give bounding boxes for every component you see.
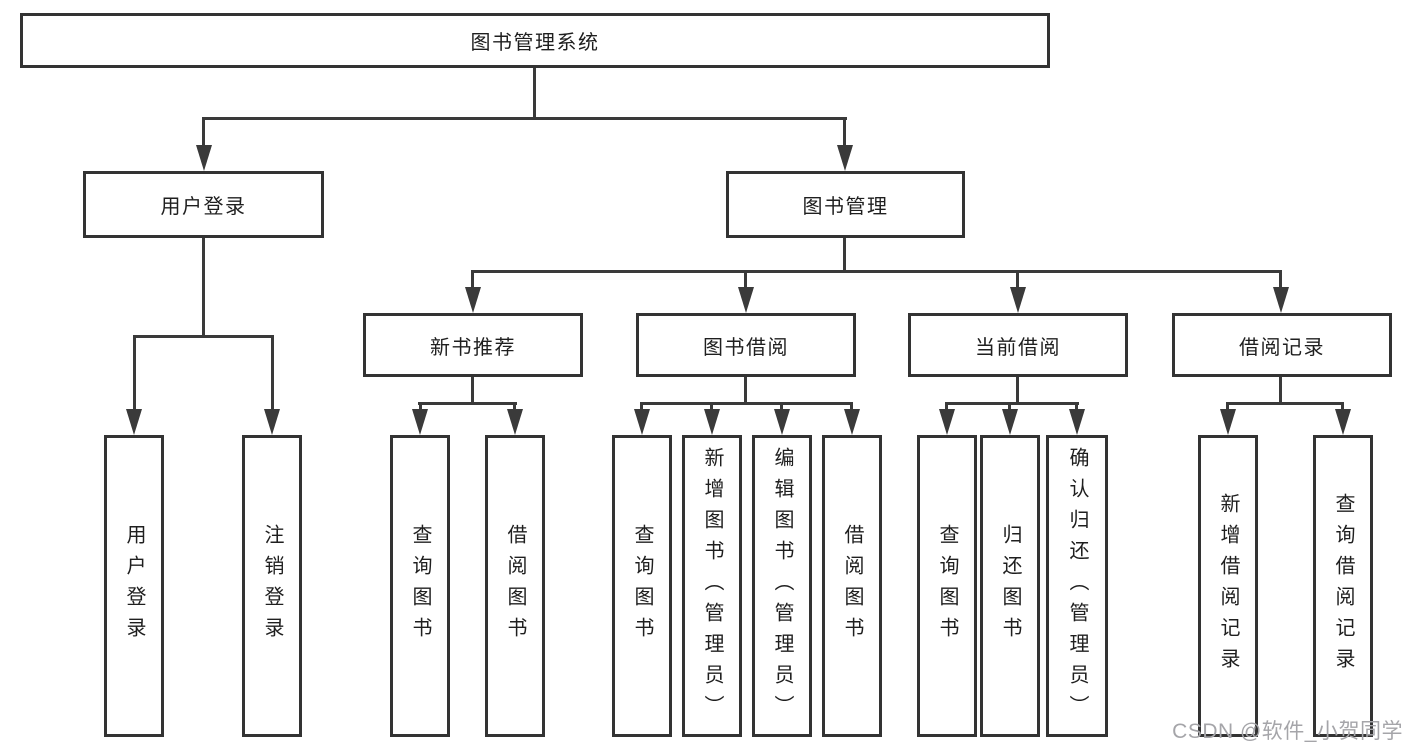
- leaf-label: 编辑图书（管理员）: [771, 446, 793, 726]
- arrow-down: [1273, 287, 1289, 313]
- leaf-confirm-return-admin: 确认归还（管理员）: [1046, 435, 1108, 737]
- node-label: 图书借阅: [703, 336, 789, 359]
- arrow-down: [939, 409, 955, 435]
- connector-vline: [1016, 270, 1019, 290]
- leaf-query-books-recommend: 查询图书: [390, 435, 450, 737]
- connector-vline: [1226, 402, 1229, 414]
- connector-vline: [850, 402, 853, 414]
- connector-vline: [471, 377, 474, 405]
- csdn-watermark: CSDN @软件_小贺同学: [1172, 720, 1403, 743]
- leaf-label: 归还图书: [999, 524, 1021, 648]
- node-label: 图书管理: [802, 196, 889, 218]
- connector-hline: [133, 335, 274, 338]
- connector-vline: [843, 117, 846, 147]
- node-label: 用户登录: [160, 196, 247, 218]
- arrow-down: [774, 409, 790, 435]
- connector-vline: [1279, 377, 1282, 405]
- leaf-add-borrow-record: 新增借阅记录: [1198, 435, 1258, 737]
- leaf-label: 查询图书: [409, 524, 431, 648]
- leaf-label: 借阅图书: [504, 524, 526, 648]
- leaf-label: 查询借阅记录: [1332, 493, 1354, 679]
- connector-vline: [202, 238, 205, 338]
- node-label: 图书管理系统: [470, 32, 600, 54]
- arrow-down: [264, 409, 280, 435]
- node-current-borrowing: 当前借阅: [908, 313, 1128, 377]
- leaf-label: 用户登录: [123, 524, 145, 648]
- arrow-down: [837, 145, 853, 171]
- leaf-label: 查询图书: [936, 524, 958, 648]
- node-label: 新书推荐: [430, 336, 516, 359]
- arrow-down: [1010, 287, 1026, 313]
- connector-vline: [744, 377, 747, 405]
- leaf-query-borrow-record: 查询借阅记录: [1313, 435, 1373, 737]
- leaf-edit-books-admin: 编辑图书（管理员）: [752, 435, 812, 737]
- connector-vline: [1075, 402, 1078, 414]
- node-label: 借阅记录: [1239, 336, 1325, 359]
- arrow-down: [634, 409, 650, 435]
- arrow-down: [1220, 409, 1236, 435]
- node-label: 当前借阅: [975, 336, 1061, 359]
- connector-hline: [202, 117, 847, 120]
- connector-vline: [202, 117, 205, 147]
- leaf-borrow-books-borrowing: 借阅图书: [822, 435, 882, 737]
- connector-hline: [471, 270, 1282, 273]
- leaf-label: 新增借阅记录: [1217, 493, 1239, 679]
- connector-vline: [780, 402, 783, 414]
- connector-vline: [1341, 402, 1344, 414]
- arrow-down: [412, 409, 428, 435]
- arrow-down: [738, 287, 754, 313]
- node-book-management: 图书管理: [726, 171, 965, 238]
- connector-hline: [418, 402, 517, 405]
- connector-vline: [533, 68, 536, 120]
- connector-hline: [640, 402, 853, 405]
- leaf-label: 查询图书: [631, 524, 653, 648]
- leaf-query-books-current: 查询图书: [917, 435, 977, 737]
- leaf-user-login: 用户登录: [104, 435, 164, 737]
- arrow-down: [465, 287, 481, 313]
- arrow-down: [196, 145, 212, 171]
- connector-vline: [744, 270, 747, 290]
- connector-vline: [640, 402, 643, 414]
- connector-vline: [1016, 377, 1019, 405]
- node-book-borrowing: 图书借阅: [636, 313, 856, 377]
- leaf-return-books: 归还图书: [980, 435, 1040, 737]
- connector-hline: [1226, 402, 1344, 405]
- arrow-down: [704, 409, 720, 435]
- leaf-add-books-admin: 新增图书（管理员）: [682, 435, 742, 737]
- connector-hline: [945, 402, 1079, 405]
- arrow-down: [126, 409, 142, 435]
- arrow-down: [844, 409, 860, 435]
- leaf-logout-login: 注销登录: [242, 435, 302, 737]
- leaf-borrow-books-recommend: 借阅图书: [485, 435, 545, 737]
- arrow-down: [1069, 409, 1085, 435]
- connector-vline: [513, 402, 516, 414]
- connector-vline: [271, 335, 274, 412]
- connector-vline: [1279, 270, 1282, 290]
- connector-vline: [1008, 402, 1011, 414]
- leaf-label: 新增图书（管理员）: [701, 446, 723, 726]
- leaf-label: 注销登录: [261, 524, 283, 648]
- connector-vline: [710, 402, 713, 414]
- connector-vline: [945, 402, 948, 414]
- connector-vline: [471, 270, 474, 290]
- node-library-system: 图书管理系统: [20, 13, 1050, 68]
- leaf-label: 借阅图书: [841, 524, 863, 648]
- connector-vline: [133, 335, 136, 412]
- leaf-query-books-borrowing: 查询图书: [612, 435, 672, 737]
- connector-vline: [419, 402, 422, 414]
- arrow-down: [507, 409, 523, 435]
- node-user-login: 用户登录: [83, 171, 324, 238]
- arrow-down: [1335, 409, 1351, 435]
- node-borrowing-records: 借阅记录: [1172, 313, 1392, 377]
- connector-vline: [843, 238, 846, 273]
- leaf-label: 确认归还（管理员）: [1066, 446, 1088, 726]
- node-new-book-recommendation: 新书推荐: [363, 313, 583, 377]
- arrow-down: [1002, 409, 1018, 435]
